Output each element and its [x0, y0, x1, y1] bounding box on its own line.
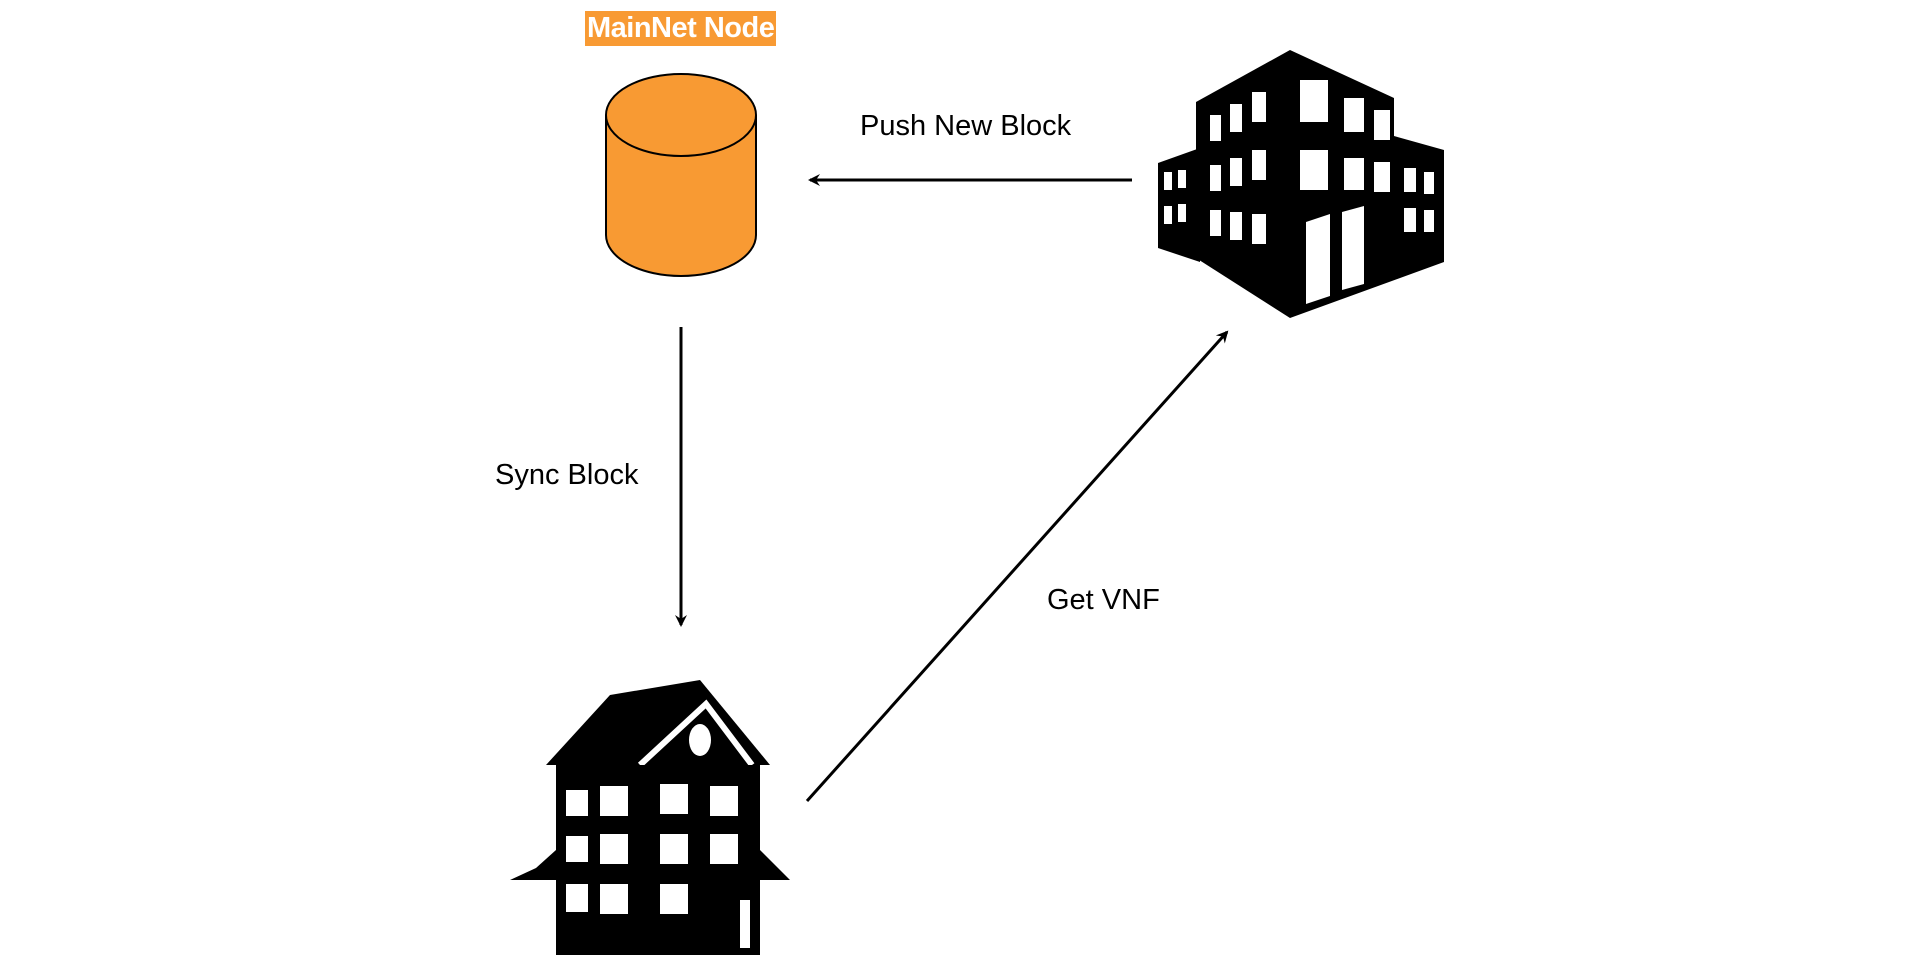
- office-building-icon[interactable]: [1158, 50, 1444, 318]
- edge-get-vnf: [805, 330, 1229, 803]
- edge-label-sync-block: Sync Block: [495, 459, 639, 491]
- database-cylinder-icon[interactable]: [605, 73, 757, 277]
- edge-label-push-new-block: Push New Block: [860, 110, 1072, 142]
- edge-label-get-vnf: Get VNF: [1047, 584, 1160, 616]
- node-title-label: MainNet Node: [585, 11, 777, 46]
- house-building-icon[interactable]: [510, 680, 790, 955]
